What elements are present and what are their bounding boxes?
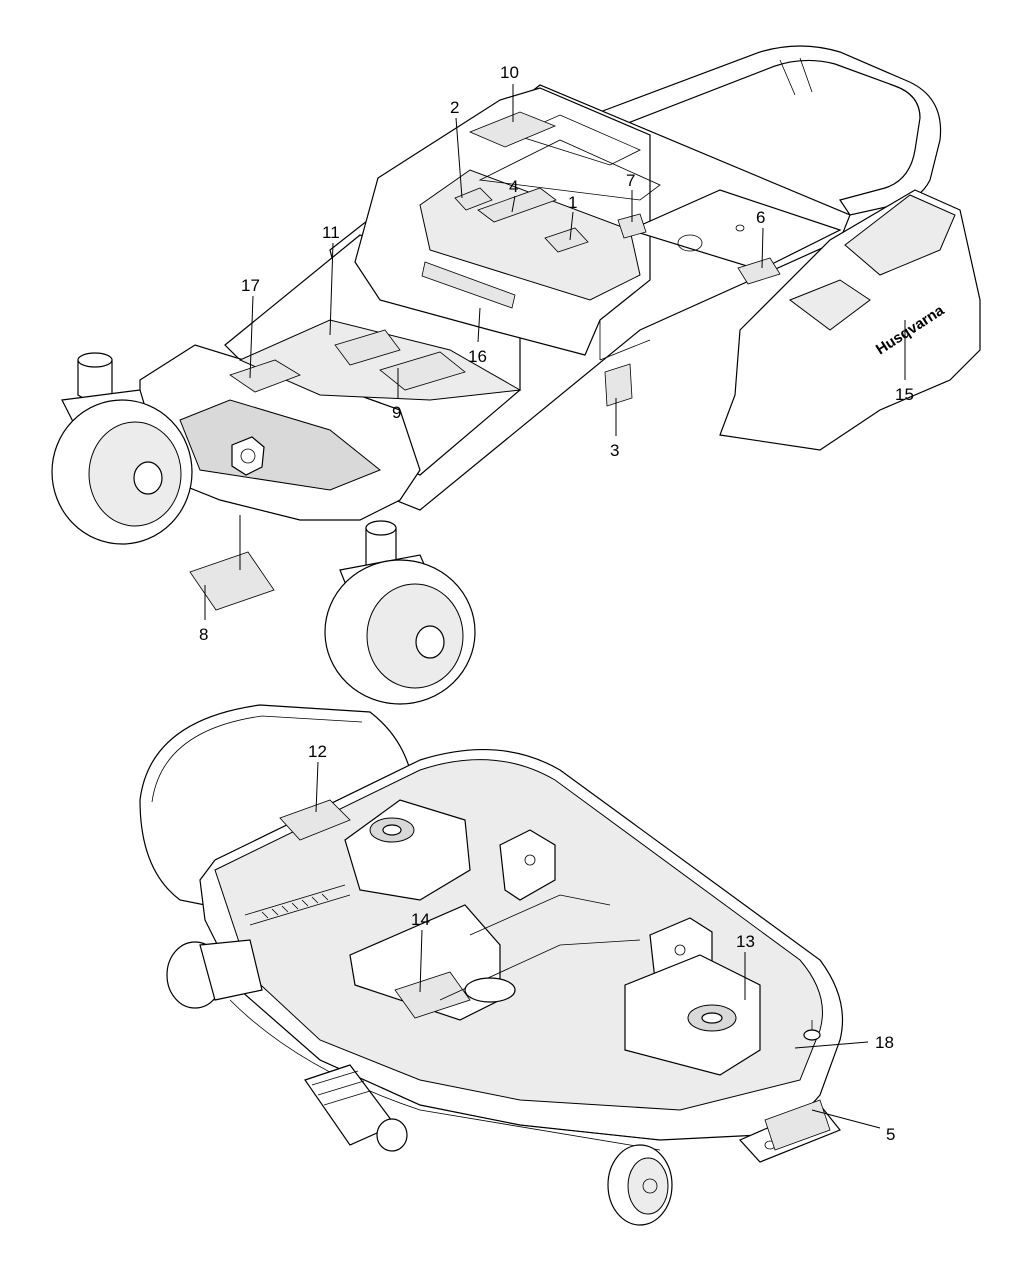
callout-14: 14 (411, 910, 430, 929)
mower-chassis: Husqvarna (51, 45, 981, 705)
chassis-decals (189, 111, 781, 611)
callout-13: 13 (736, 932, 755, 951)
callout-15: 15 (895, 385, 914, 404)
callout-18: 18 (875, 1033, 894, 1052)
callout-5: 5 (886, 1125, 895, 1144)
callout-16: 16 (468, 347, 487, 366)
mower-deck (139, 704, 844, 1226)
callout-1: 1 (568, 193, 577, 212)
callout-3: 3 (610, 441, 619, 460)
callout-10: 10 (500, 63, 519, 82)
callout-12: 12 (308, 742, 327, 761)
callout-2: 2 (450, 98, 459, 117)
callout-11: 11 (322, 223, 340, 242)
leader-lines (204, 84, 906, 1129)
callout-4: 4 (509, 177, 518, 196)
callout-numbers: 10 2 7 4 1 6 11 17 16 9 3 15 8 12 14 13 … (199, 63, 914, 1144)
callout-9: 9 (392, 403, 401, 422)
callout-6: 6 (756, 208, 765, 227)
callout-8: 8 (199, 625, 208, 644)
callout-17: 17 (241, 276, 260, 295)
callout-7: 7 (626, 171, 635, 190)
